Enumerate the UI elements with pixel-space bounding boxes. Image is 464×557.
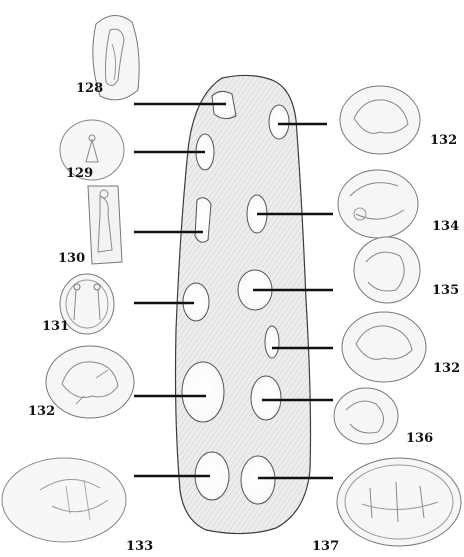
seal-137 — [337, 458, 461, 546]
seal-136 — [334, 388, 398, 444]
seal-132-mid — [342, 312, 426, 382]
seal-132-left — [46, 346, 134, 418]
seal-135 — [354, 237, 420, 303]
label-130: 130 — [58, 252, 85, 265]
hole-bottom-right — [241, 456, 275, 504]
label-129: 129 — [66, 167, 93, 180]
label-135: 135 — [432, 284, 459, 297]
label-133: 133 — [126, 540, 153, 553]
seal-134 — [338, 170, 418, 238]
seal-130 — [88, 186, 122, 264]
hole-right-4 — [251, 376, 281, 420]
label-132-left: 132 — [28, 405, 55, 418]
label-137: 137 — [312, 540, 339, 553]
hole-left-5 — [182, 362, 224, 422]
perforated-stone-object — [176, 75, 311, 533]
label-136: 136 — [406, 432, 433, 445]
label-134: 134 — [432, 220, 459, 233]
hole-top-right — [269, 105, 289, 139]
seal-133 — [2, 458, 126, 542]
label-128: 128 — [76, 82, 103, 95]
label-131: 131 — [42, 320, 69, 333]
seal-132-top — [340, 86, 420, 154]
hole-left-3 — [195, 198, 211, 243]
hole-right-3 — [265, 326, 279, 358]
label-132-mid: 132 — [433, 362, 460, 375]
label-132-top: 132 — [430, 134, 457, 147]
